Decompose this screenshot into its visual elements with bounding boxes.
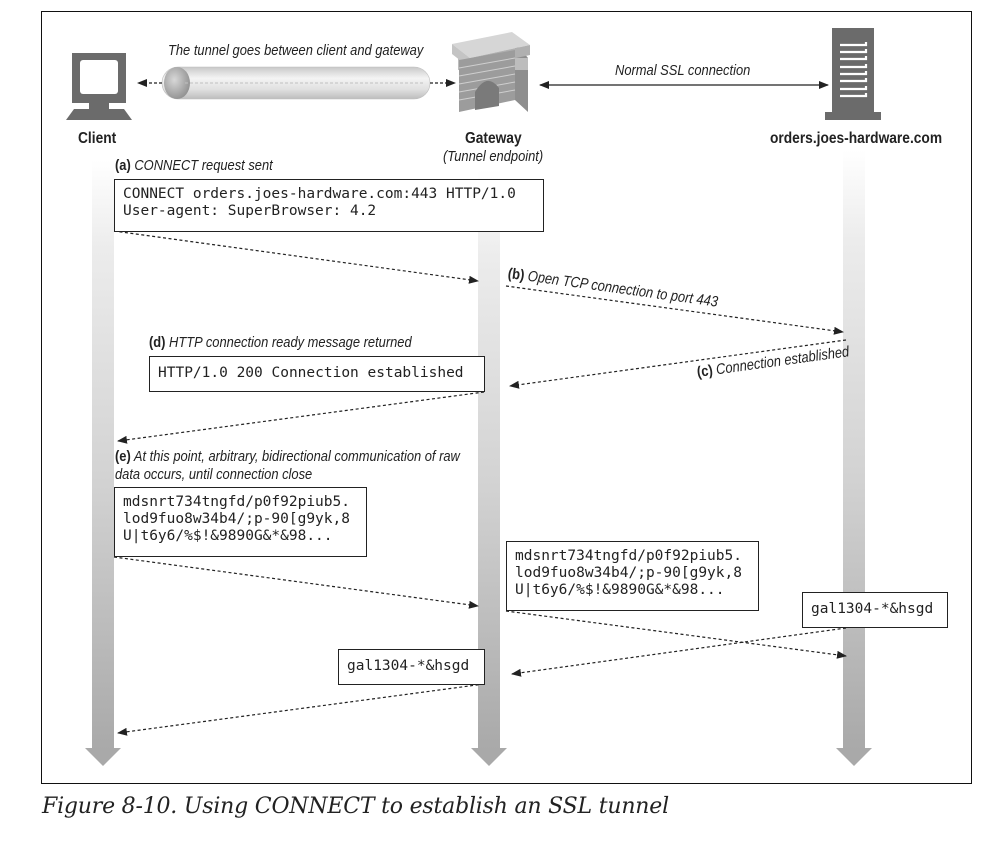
gateway-raw-data-box: mdsnrt734tngfd/p0f92piub5.lod9fuo8w34b4/… <box>506 541 759 611</box>
server-tower-icon <box>825 28 881 120</box>
gateway-reply-box: gal1304-*&hsgd <box>338 649 485 685</box>
server-reply-text: gal1304-*&hsgd <box>811 601 934 617</box>
arrow-e3-server-to-gateway <box>511 627 847 677</box>
gateway-raw-line-1: mdsnrt734tngfd/p0f92piub5. <box>515 548 742 564</box>
server-lifeline <box>836 150 872 766</box>
step-a-letter: (a) <box>115 157 131 174</box>
step-d-text: HTTP connection ready message returned <box>169 334 412 351</box>
client-raw-line-1: mdsnrt734tngfd/p0f92piub5. <box>123 494 350 510</box>
arrow-e2-gateway-to-server <box>505 610 847 659</box>
server-reply-box: gal1304-*&hsgd <box>802 592 948 628</box>
step-d-label: (d) HTTP connection ready message return… <box>149 334 412 351</box>
step-e-letter: (e) <box>115 448 131 465</box>
arrow-a-client-to-gateway <box>113 230 479 284</box>
client-raw-line-3: U|t6y6/%$!&9890G&*&98... <box>123 528 333 544</box>
gateway-raw-line-2: lod9fuo8w34b4/;p-90[g9yk,8 <box>515 565 742 581</box>
step-d-letter: (d) <box>149 334 166 351</box>
connect-request-line-1: CONNECT orders.joes-hardware.com:443 HTT… <box>123 186 516 202</box>
step-a-label: (a) CONNECT request sent <box>115 157 273 174</box>
server-label: orders.joes-hardware.com <box>770 130 943 147</box>
gateway-lifeline <box>471 170 507 766</box>
gateway-label: Gateway <box>465 130 522 147</box>
gateway-subtitle: (Tunnel endpoint) <box>443 148 544 165</box>
brick-archway-icon <box>452 32 530 112</box>
arrow-d-gateway-to-client <box>117 391 485 444</box>
step-b-letter: (b) <box>506 265 526 285</box>
arrow-e4-gateway-to-client <box>117 683 485 736</box>
client-lifeline <box>85 160 121 766</box>
step-e-label: (e) At this point, arbitrary, bidirectio… <box>115 448 460 484</box>
arrow-b-gateway-to-server <box>505 285 844 335</box>
step-a-text: CONNECT request sent <box>134 157 273 174</box>
computer-monitor-icon <box>66 53 132 120</box>
client-raw-line-2: lod9fuo8w34b4/;p-90[g9yk,8 <box>123 511 350 527</box>
connection-established-line: HTTP/1.0 200 Connection established <box>158 365 464 381</box>
figure-caption: Figure 8-10. Using CONNECT to establish … <box>42 794 669 819</box>
arrow-e1-client-to-gateway <box>113 556 479 609</box>
step-e-text-line1: At this point, arbitrary, bidirectional … <box>133 448 460 465</box>
connect-request-box: CONNECT orders.joes-hardware.com:443 HTT… <box>114 179 544 232</box>
gateway-raw-line-3: U|t6y6/%$!&9890G&*&98... <box>515 582 725 598</box>
tunnel-label: The tunnel goes between client and gatew… <box>168 42 424 59</box>
connection-established-box: HTTP/1.0 200 Connection established <box>149 356 485 392</box>
arrow-c-server-to-gateway <box>509 339 847 389</box>
step-c-letter: (c) <box>695 361 714 381</box>
step-e-text-line2: data occurs, until connection close <box>115 466 313 483</box>
tunnel-tube-icon <box>161 66 431 100</box>
gateway-reply-text: gal1304-*&hsgd <box>347 658 470 674</box>
client-label: Client <box>78 130 117 147</box>
diagram-frame <box>41 11 972 784</box>
ssl-connection-label: Normal SSL connection <box>615 62 751 79</box>
connect-request-line-2: User-agent: SuperBrowser: 4.2 <box>123 203 377 219</box>
client-raw-data-box: mdsnrt734tngfd/p0f92piub5.lod9fuo8w34b4/… <box>114 487 367 557</box>
